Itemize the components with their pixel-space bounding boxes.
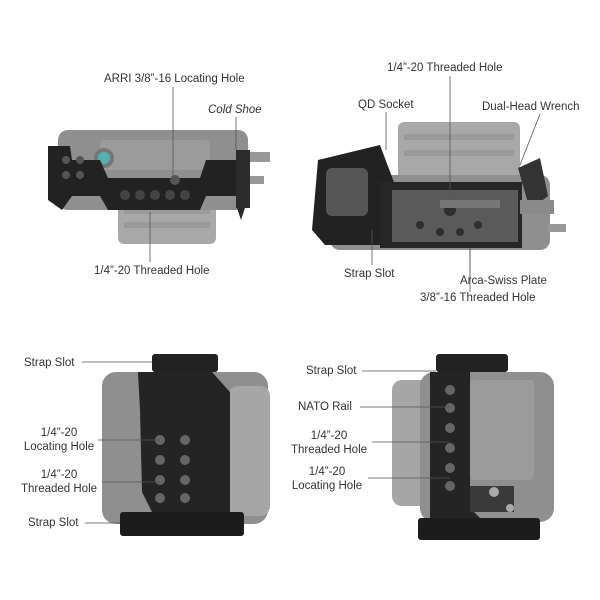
right-side-cage	[418, 354, 540, 540]
label-threaded-hole-top-right: 1/4”-20 Threaded Hole	[387, 62, 503, 74]
bottom-view-cage	[312, 145, 566, 248]
label-threaded-hole-br: 1/4”-20 Threaded Hole	[286, 429, 372, 457]
label-qd-socket: QD Socket	[358, 99, 414, 111]
left-side-cage	[120, 354, 244, 536]
label-line: Locating Hole	[291, 480, 363, 492]
label-line: 1/4”-20	[310, 430, 348, 442]
label-strap-slot-bl-top: Strap Slot	[24, 357, 75, 369]
label-line: 1/4”-20	[308, 466, 346, 478]
label-arca-swiss-plate: Arca-Swiss Plate	[460, 275, 547, 287]
label-cold-shoe: Cold Shoe	[208, 104, 262, 116]
label-line: 1/4”-20	[40, 469, 78, 481]
top-view-cage	[48, 146, 270, 220]
label-line: Threaded Hole	[290, 444, 368, 456]
label-38-threaded-hole: 3/8”-16 Threaded Hole	[420, 292, 536, 304]
label-nato-rail: NATO Rail	[298, 401, 352, 413]
label-arri-locating-hole: ARRI 3/8”-16 Locating Hole	[104, 73, 245, 85]
label-strap-slot-br: Strap Slot	[306, 365, 357, 377]
label-locating-hole-br: 1/4”-20 Locating Hole	[284, 465, 370, 493]
label-line: Locating Hole	[23, 441, 95, 453]
label-threaded-hole-bl: 1/4”-20 Threaded Hole	[14, 468, 104, 496]
label-line: Threaded Hole	[20, 483, 98, 495]
leader-lines	[82, 76, 541, 524]
label-threaded-hole-top-left: 1/4”-20 Threaded Hole	[94, 265, 210, 277]
label-line: 1/4”-20	[40, 427, 78, 439]
label-strap-slot-bl-bottom: Strap Slot	[28, 517, 79, 529]
label-strap-slot-top-right: Strap Slot	[344, 268, 395, 280]
label-locating-hole-bl: 1/4”-20 Locating Hole	[16, 426, 102, 454]
label-dual-head-wrench: Dual-Head Wrench	[482, 101, 580, 113]
